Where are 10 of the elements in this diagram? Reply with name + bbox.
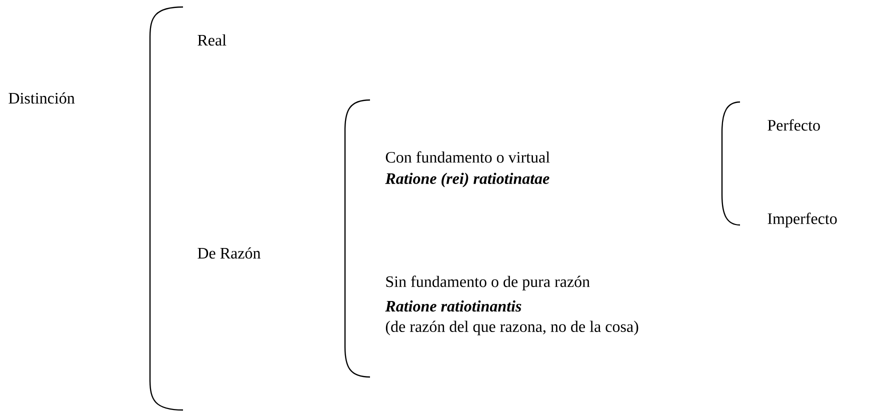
term-label: Imperfecto	[768, 212, 837, 228]
term-label: Ratione ratiotinantis	[385, 300, 522, 312]
term-label: De Razón	[198, 247, 260, 259]
term-label: Distinción	[8, 92, 75, 104]
term-label: Ratione (rei) ratiotinatae	[385, 172, 550, 188]
term-label: (de razón del que razona, no de la cosa)	[386, 320, 638, 336]
term-label: Con fundamento o virtual	[386, 151, 550, 163]
term-label: Perfecto	[768, 119, 820, 131]
term-label: Sin fundamento o de pura razón	[386, 276, 590, 290]
term-label: Real	[198, 34, 226, 46]
